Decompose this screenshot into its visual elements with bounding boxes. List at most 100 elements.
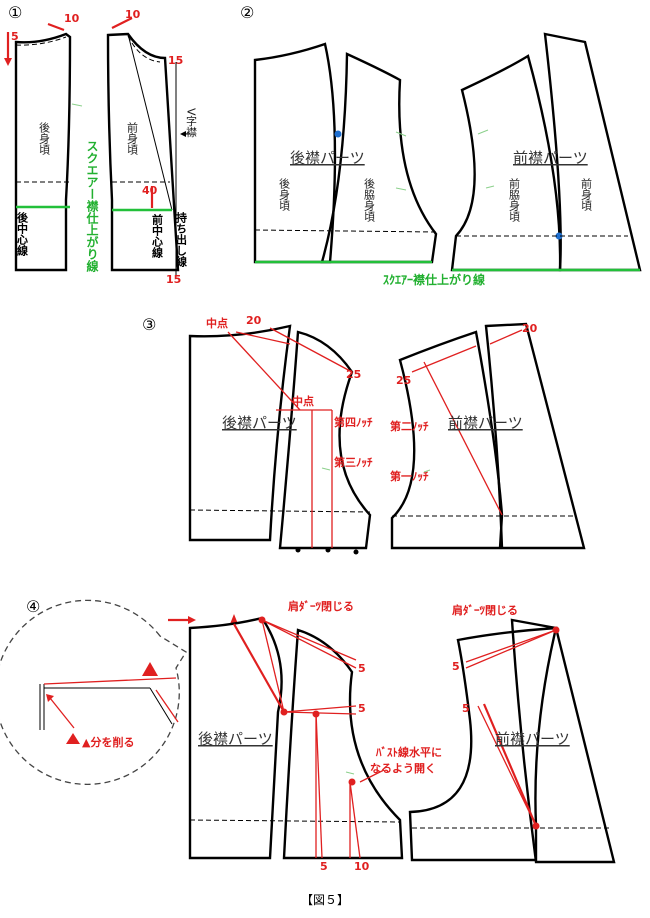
s3-notch-2: 第二ﾉｯﾁ xyxy=(390,419,429,433)
s3-notch-3: 第三ﾉｯﾁ xyxy=(334,455,373,469)
s2-square-finish-label: ｽｸｴｱｰ襟仕上がり線 xyxy=(383,272,485,287)
step-3-number: ③ xyxy=(142,315,156,334)
s3-front-line-a xyxy=(411,345,477,373)
v-collar-line xyxy=(127,33,173,211)
s2-back-bust-line xyxy=(254,229,437,233)
s1-extension-label: 持ち出し線 xyxy=(175,211,188,268)
front-body-piece xyxy=(106,32,180,272)
s4-shoulder-close-a: 肩ﾀﾞｰﾂ閉じる xyxy=(288,599,354,613)
s1-square-finish-label: スクエアー襟仕上がり線 xyxy=(85,140,99,273)
s4-back-line-a xyxy=(261,619,285,713)
front-neck-original xyxy=(127,35,161,63)
s2-back-notch xyxy=(334,130,342,138)
s4-front-point-2 xyxy=(532,822,540,830)
s3-notch-1: 第一ﾉｯﾁ xyxy=(390,469,429,483)
s3-front-body-piece xyxy=(484,322,586,550)
back-body-piece xyxy=(14,32,72,272)
s2-front-side-label: 前脇身頃 xyxy=(508,177,521,223)
s4-open-a xyxy=(349,781,361,859)
s4-vertical-a xyxy=(315,711,323,859)
step-2: ② 後襟パーツ 前襟パーツ 後身頃 後脇身頃 前脇身頃 前身頃 ｽｸｴｱｰ襟仕上… xyxy=(240,3,642,287)
detail-arrow-head xyxy=(46,694,54,702)
detail-triangle xyxy=(142,662,158,676)
s4-back-piece xyxy=(188,616,283,860)
s3-dot-3 xyxy=(353,549,359,555)
detail-top-red xyxy=(43,677,177,685)
s3-front-line-b xyxy=(489,329,523,345)
s3-front-part-title: 前襟パーツ xyxy=(448,414,523,432)
s4-side-back-piece xyxy=(282,628,404,860)
s3-midpoint-a: 中点 xyxy=(206,316,228,330)
s3-front-line-c xyxy=(423,361,503,516)
s4-point-3 xyxy=(312,710,320,718)
s4-point-2 xyxy=(280,708,288,716)
label-10a: 10 xyxy=(64,12,80,25)
s2-front-notch xyxy=(555,232,563,240)
arrow-10b xyxy=(111,17,133,29)
s1-back-center-label: 後中心線 xyxy=(16,211,29,257)
label-10b: 10 xyxy=(125,8,141,21)
step-2-number: ② xyxy=(240,3,254,22)
s4-shoulder-close-b: 肩ﾀﾞｰﾂ閉じる xyxy=(452,603,518,617)
s2-back-body-label: 後身頃 xyxy=(278,177,291,212)
s4-open-pointer xyxy=(359,769,385,783)
s2-back-part-title: 後襟パーツ xyxy=(290,149,365,167)
s1-back-body-label: 後身頃 xyxy=(38,121,51,156)
arrow-10a xyxy=(47,22,65,32)
s2-back-body xyxy=(253,42,337,264)
s2-side-back-label: 後脇身頃 xyxy=(363,177,376,223)
step-1: ① 10 10 5 15 40 15 後身頃 前身頃 V字襟 後中心線 前中心線… xyxy=(4,3,198,286)
arrow-5-head xyxy=(4,58,12,66)
s1-front-body-label: 前身頃 xyxy=(126,121,139,156)
s2-front-body-label: 前身頃 xyxy=(580,177,593,212)
back-neck-original xyxy=(15,36,67,46)
s3-midpoint-b: 中点 xyxy=(292,394,314,408)
label-5: 5 xyxy=(11,30,19,43)
s4-shoulder-a xyxy=(261,619,357,661)
s4-arrow-b-head xyxy=(230,614,238,624)
s3-back-line-c xyxy=(235,331,291,345)
s4-front-shoulder-a xyxy=(465,629,557,663)
label-15a: 15 xyxy=(168,54,183,67)
s4-bust-open-2: なるよう開く xyxy=(370,762,436,775)
step-4: ④ ▲分を削る xyxy=(0,597,616,873)
s3-back-piece xyxy=(188,324,292,542)
s2-side-back xyxy=(320,52,438,264)
s3-back-part-title: 後襟パーツ xyxy=(222,414,297,432)
s3-notch-4: 第四ﾉｯﾁ xyxy=(334,415,373,429)
label-15b: 15 xyxy=(166,273,181,286)
s4-front-shoulder-b xyxy=(465,629,557,669)
trim-label: ▲分を削る xyxy=(82,735,134,749)
s3-dot-2 xyxy=(325,547,331,553)
v-collar-pointer-head xyxy=(180,131,186,137)
s4-label-5c: 5 xyxy=(320,860,328,873)
trim-triangle xyxy=(66,733,80,744)
s4-back-part-title: 後襟パーツ xyxy=(198,730,273,748)
s4-label-5d: 5 xyxy=(452,660,460,673)
step-1-number: ① xyxy=(8,3,22,22)
s3-back-line-b xyxy=(269,327,353,373)
s3-label-20b: 20 xyxy=(522,322,538,335)
step-3: ③ 中点 20 25 中点 第四ﾉｯﾁ 第三ﾉｯﾁ 第二ﾉｯﾁ 第一ﾉｯﾁ 25… xyxy=(142,314,586,555)
s4-bust-open-1: ﾊﾞｽﾄ線水平に xyxy=(375,745,442,759)
s4-arrow-a-head xyxy=(188,616,196,624)
s3-dot-1 xyxy=(295,547,301,553)
s3-label-25b: 25 xyxy=(396,374,411,387)
s3-label-20a: 20 xyxy=(246,314,262,327)
s4-front-line-b xyxy=(482,703,538,827)
label-40: 40 xyxy=(142,184,158,197)
s4-back-line-b xyxy=(233,623,285,713)
s4-front-point-1 xyxy=(552,626,560,634)
s4-label-5a: 5 xyxy=(358,662,366,675)
s4-front-body-piece xyxy=(510,618,616,864)
s4-label-5b: 5 xyxy=(358,702,366,715)
s2-front-side xyxy=(450,54,562,272)
s4-point-4 xyxy=(348,778,356,786)
s4-back-bust-line xyxy=(189,819,401,823)
s4-label-10: 10 xyxy=(354,860,370,873)
s4-front-part-title: 前襟パーツ xyxy=(495,730,570,748)
detail-arrow xyxy=(49,697,75,729)
s4-mid-line-b xyxy=(283,711,357,715)
figure-caption: 【図５】 xyxy=(301,893,349,907)
detail-slope-2 xyxy=(155,689,179,723)
